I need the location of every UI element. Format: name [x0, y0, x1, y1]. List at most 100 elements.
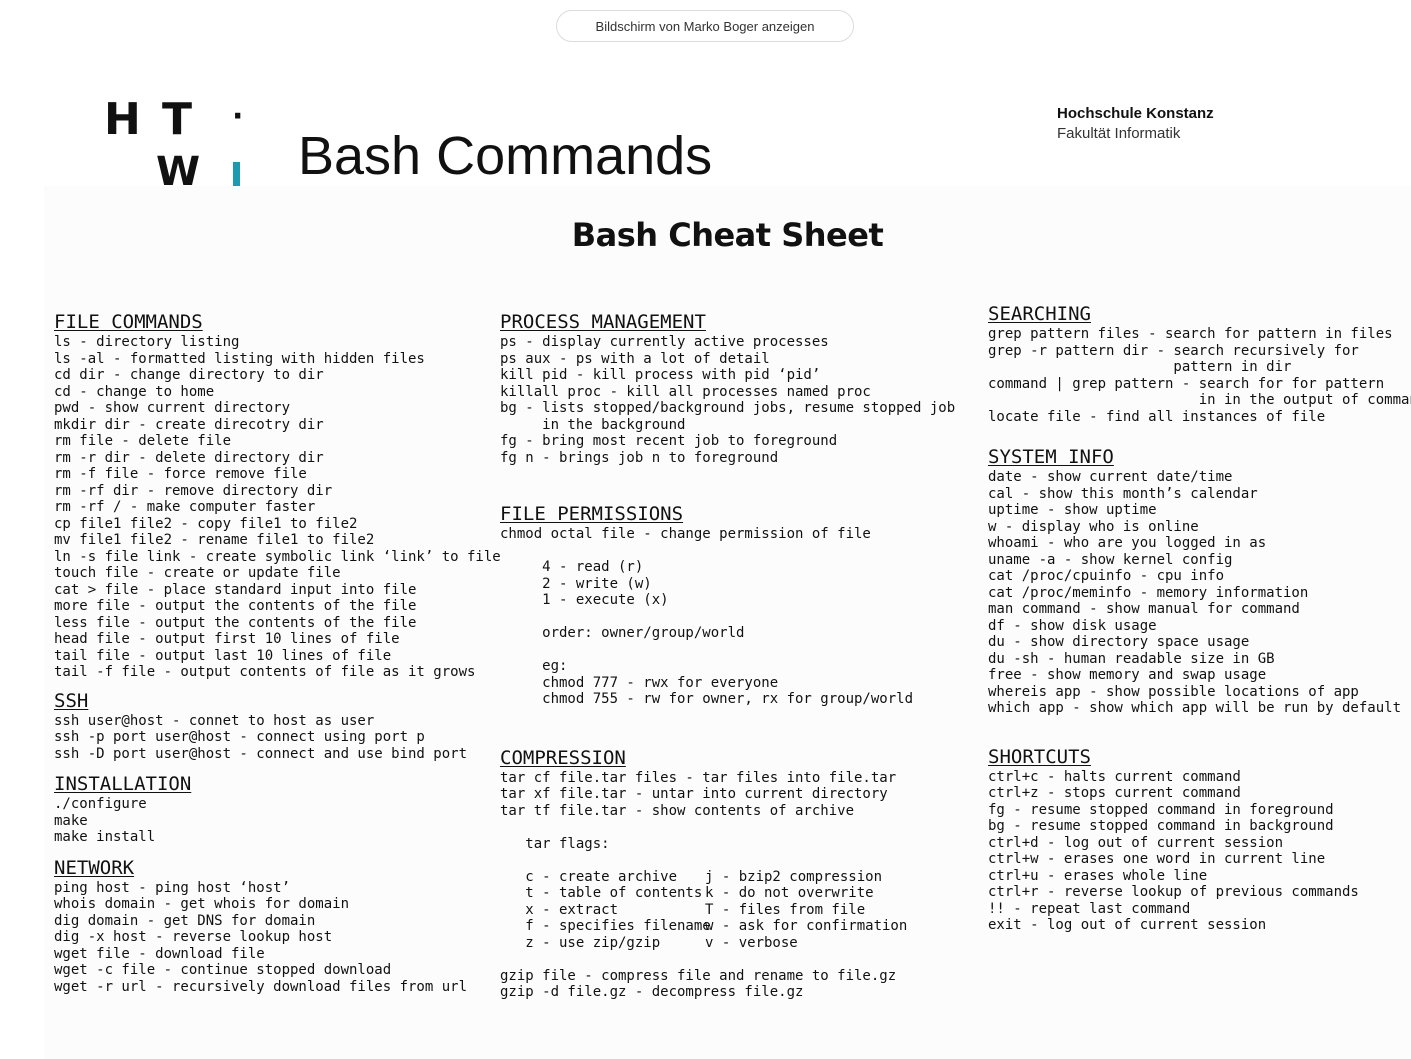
- command-line: pattern in dir: [988, 359, 1292, 375]
- command-line: T - files from file: [705, 901, 866, 918]
- command-line: z - use zip/gzip: [500, 934, 661, 951]
- command-line: tail -f file - output contents of file a…: [54, 664, 476, 680]
- command-line: exit - log out of current session: [988, 917, 1267, 933]
- command-line: w - ask for confirmation: [705, 918, 908, 934]
- command-line: date - show current date/time: [988, 469, 1233, 485]
- command-line: tar cf file.tar files - tar files into f…: [500, 769, 897, 786]
- command-line: x - extract: [500, 901, 619, 918]
- command-line: cd dir - change directory to dir: [54, 367, 324, 383]
- command-line: chmod octal file - change permission of …: [500, 526, 871, 542]
- command-line: fg - bring most recent job to foreground: [500, 433, 838, 449]
- tar-flags-table: c - create archive t - table of contents…: [500, 869, 955, 952]
- command-line: tar tf file.tar - show contents of archi…: [500, 802, 855, 819]
- command-line: more file - output the contents of the f…: [54, 598, 417, 614]
- command-line: mkdir dir - create direcotry dir: [54, 416, 324, 433]
- institution-faculty: Fakultät Informatik: [1057, 125, 1181, 142]
- logo-bar: [233, 162, 240, 189]
- command-line: bg - lists stopped/background jobs, resu…: [500, 400, 956, 416]
- command-line: cat /proc/cpuinfo - cpu info: [988, 568, 1225, 584]
- section-shortcuts: SHORTCUTS ctrl+c - halts current command…: [988, 745, 1411, 934]
- tar-flags-label: tar flags:: [500, 835, 610, 852]
- section-title: SHORTCUTS: [988, 745, 1091, 768]
- command-line: whereis app - show possible locations of…: [988, 683, 1359, 700]
- screen-share-label: Bildschirm von Marko Boger anzeigen: [595, 18, 815, 34]
- command-line: !! - repeat last command: [988, 900, 1191, 917]
- section-title: SSH: [54, 689, 89, 712]
- section-process-management: PROCESS MANAGEMENT ps - display currentl…: [500, 310, 955, 466]
- section-title: FILE COMMANDS: [54, 311, 203, 333]
- command-line: chmod 777 - rwx for everyone: [500, 674, 779, 691]
- command-line: bg - resume stopped command in backgroun…: [988, 818, 1334, 834]
- institution-name: Hochschule Konstanz: [1057, 105, 1214, 122]
- section-ssh: SSH ssh user@host - connet to host as us…: [54, 689, 501, 763]
- command-line: cp file1 file2 - copy file1 to file2: [54, 515, 358, 532]
- command-line: ctrl+w - erases one word in current line: [988, 851, 1326, 867]
- command-line: fg n - brings job n to foreground: [500, 449, 779, 466]
- section-title: INSTALLATION: [54, 773, 192, 795]
- command-line: v - verbose: [705, 934, 798, 951]
- command-line: rm -r dir - delete directory dir: [54, 449, 324, 466]
- command-line: make install: [54, 829, 156, 845]
- command-line: ssh user@host - connet to host as user: [54, 712, 375, 729]
- command-line: make: [54, 812, 88, 829]
- command-line: dig -x host - reverse lookup host: [54, 929, 333, 945]
- command-line: ctrl+c - halts current command: [988, 768, 1241, 785]
- section-title: PROCESS MANAGEMENT: [500, 311, 706, 333]
- command-line: ls -al - formatted listing with hidden f…: [54, 350, 425, 367]
- section-compression: COMPRESSION tar cf file.tar files - tar …: [500, 746, 955, 1001]
- section-title: SYSTEM INFO: [988, 446, 1114, 468]
- column-middle: PROCESS MANAGEMENT ps - display currentl…: [500, 310, 955, 1001]
- command-line: 4 - read (r): [500, 559, 644, 575]
- command-line: [500, 642, 955, 659]
- section-title: SEARCHING: [988, 303, 1091, 325]
- logo-letter-t: T: [162, 94, 193, 145]
- screen-share-banner[interactable]: Bildschirm von Marko Boger anzeigen: [556, 10, 854, 42]
- command-line: ls - directory listing: [54, 334, 240, 350]
- command-line: w - display who is online: [988, 518, 1199, 535]
- command-line: uname -a - show kernel config: [988, 551, 1233, 568]
- section-system-info: SYSTEM INFO date - show current date/tim…: [988, 445, 1411, 717]
- command-line: 1 - execute (x): [500, 592, 669, 608]
- command-line: rm -f file - force remove file: [54, 466, 307, 482]
- command-line: wget -c file - continue stopped download: [54, 962, 392, 978]
- command-line: du - show directory space usage: [988, 634, 1250, 650]
- command-line: f - specifies filename: [500, 918, 711, 934]
- command-line: ctrl+z - stops current command: [988, 785, 1241, 801]
- column-right: SEARCHING grep pattern files - search fo…: [988, 302, 1411, 934]
- command-line: wget -r url - recursively download files…: [54, 978, 468, 995]
- command-line: [500, 543, 955, 560]
- command-line: rm file - delete file: [54, 433, 232, 449]
- command-line: gzip -d file.gz - decompress file.gz: [500, 984, 804, 1000]
- command-line: ctrl+r - reverse lookup of previous comm…: [988, 884, 1359, 900]
- command-line: whois domain - get whois for domain: [54, 896, 350, 912]
- section-searching: SEARCHING grep pattern files - search fo…: [988, 302, 1411, 425]
- command-line: mv file1 file2 - rename file1 to file2: [54, 532, 375, 548]
- command-line: cd - change to home: [54, 383, 215, 400]
- command-line: chmod 755 - rw for owner, rx for group/w…: [500, 691, 914, 707]
- command-line: fg - resume stopped command in foregroun…: [988, 801, 1334, 818]
- command-line: du -sh - human readable size in GB: [988, 650, 1275, 667]
- command-line: ssh -p port user@host - connect using po…: [54, 729, 425, 745]
- command-line: locate file - find all instances of file: [988, 408, 1326, 425]
- logo-letter-w: W: [156, 149, 201, 195]
- slide-title: Bash Commands: [298, 126, 713, 186]
- command-line: kill pid - kill process with pid ‘pid’: [500, 367, 821, 383]
- command-line: less file - output the contents of the f…: [54, 614, 417, 631]
- command-line: free - show memory and swap usage: [988, 667, 1267, 683]
- logo-dot: ·: [232, 99, 244, 134]
- command-line: grep pattern files - search for pattern …: [988, 326, 1393, 342]
- command-line: df - show disk usage: [988, 617, 1157, 634]
- command-line: 2 - write (w): [500, 575, 652, 592]
- command-line: pwd - show current directory: [54, 400, 291, 416]
- command-line: t - table of contents: [500, 885, 703, 901]
- command-line: order: owner/group/world: [500, 625, 745, 641]
- command-line: whoami - who are you logged in as: [988, 535, 1267, 551]
- cheat-sheet-image: Bash Cheat Sheet FILE COMMANDS ls - dire…: [44, 186, 1411, 1059]
- command-line: [500, 609, 955, 626]
- section-network: NETWORK ping host - ping host ‘host’whoi…: [54, 856, 501, 996]
- command-line: touch file - create or update file: [54, 565, 341, 581]
- htwg-logo: H T · W: [104, 98, 254, 193]
- command-line: ln -s file link - create symbolic link ‘…: [54, 548, 501, 565]
